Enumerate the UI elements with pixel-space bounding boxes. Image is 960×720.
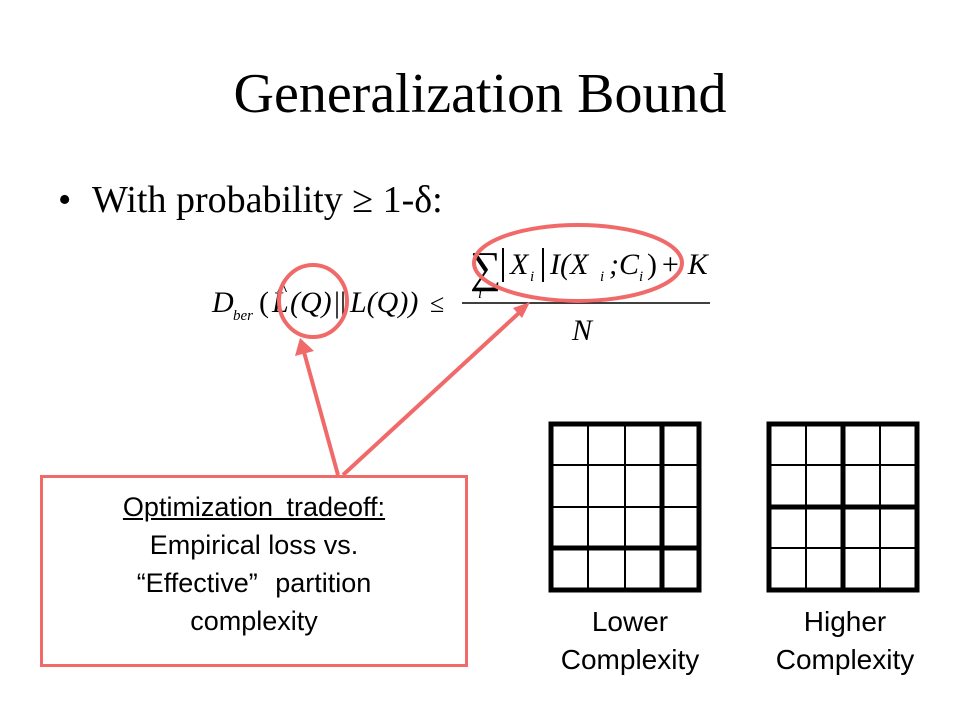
highlight-empirical-loss	[277, 263, 349, 339]
svg-text:i: i	[530, 269, 534, 285]
formula-sum-index: i	[478, 286, 482, 302]
callout-line-2: Empirical loss vs.	[149, 530, 359, 560]
callout-line-3: “Effective” partition	[136, 568, 372, 598]
bullet-text: With probability ≥ 1-δ:	[92, 179, 443, 221]
formula-denominator: N	[571, 314, 594, 347]
formula-lhs: D ber ( L ^ (Q) || L(Q)) ≤	[211, 276, 444, 324]
slide-title: Generalization Bound	[233, 63, 727, 125]
formula-numerator: ∑ i X i I(X i ;C i ) + K	[470, 243, 710, 302]
svg-text:i: i	[600, 269, 604, 285]
label-higher-line2: Complexity	[775, 644, 915, 675]
formula-bars: ||	[334, 286, 346, 319]
label-higher-complexity: Higher Complexity	[755, 603, 935, 679]
formula-ber-subscript: ber	[233, 308, 253, 324]
formula-X-i: X	[509, 248, 530, 281]
optimization-callout-box: Optimization tradeoff: Empirical loss vs…	[40, 475, 468, 667]
grid-higher-complexity	[766, 421, 920, 593]
label-lower-complexity: Lower Complexity	[540, 603, 720, 679]
callout-arrows	[295, 302, 530, 477]
formula-Q1: (Q)	[290, 286, 332, 319]
callout-line-4: complexity	[190, 606, 318, 636]
label-higher-line1: Higher	[803, 606, 887, 637]
bullet-dot-icon: •	[58, 179, 72, 221]
svg-text:;C: ;C	[609, 248, 640, 281]
formula-mutual-info: I(X	[549, 248, 590, 281]
label-lower-line1: Lower	[591, 606, 669, 637]
bullet-item: • With probability ≥ 1-δ:	[58, 178, 443, 222]
label-lower-line2: Complexity	[560, 644, 700, 675]
callout-line-1: Optimization tradeoff:	[122, 492, 386, 522]
svg-text:): )	[647, 248, 657, 281]
formula-open-paren: (	[259, 286, 269, 319]
svg-text:i: i	[639, 269, 643, 285]
grid-lower-complexity	[548, 421, 702, 593]
highlight-complexity-term	[472, 223, 684, 303]
formula-leq: ≤	[430, 289, 444, 318]
formula-D: D	[211, 286, 234, 319]
formula-L-Q: L(Q))	[349, 286, 418, 319]
formula-plus-K: + K	[660, 248, 710, 281]
